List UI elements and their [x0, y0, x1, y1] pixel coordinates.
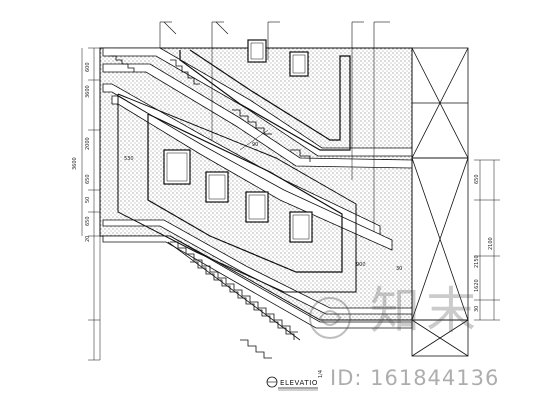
dim-left-4: 650: [85, 174, 91, 184]
watermark-mark: 知末: [370, 282, 482, 340]
dim-right-3: 1620: [474, 279, 480, 292]
dim-left-5: 50: [85, 197, 91, 203]
wainscot-bands: [102, 47, 413, 329]
inner-labels: 530 90 900 30: [124, 142, 402, 272]
frame-1: [163, 149, 191, 185]
frame-4: [289, 211, 313, 243]
dim-left-3: 2000: [85, 137, 91, 150]
dim-right-0: 650: [474, 174, 480, 184]
frame-2: [205, 171, 229, 203]
dim-left-1: 600: [85, 62, 91, 72]
frame-top-1: [247, 39, 267, 63]
inner-label-3: 30: [396, 266, 402, 272]
scale-mark: 1/4: [318, 370, 324, 378]
dim-left-7: 20: [85, 236, 91, 242]
inner-label-0: 530: [124, 156, 134, 162]
top-leader-tags: [159, 21, 390, 48]
stair-upper: [110, 55, 311, 162]
drawing-title: ELEVATIO: [280, 379, 318, 387]
dim-right-1: 2100: [488, 237, 494, 250]
watermark-id: ID: 161844136: [330, 366, 500, 390]
dim-left-0: 3600: [72, 157, 78, 170]
lower-wainscot-outline: [147, 113, 343, 273]
leader-lines: [211, 48, 375, 232]
title-block: ELEVATIO 1/4: [266, 370, 324, 391]
right-dimension-labels: 650 2100 2150 1620 30: [474, 174, 494, 312]
right-cross-panels: [411, 47, 469, 357]
inner-label-2: 900: [356, 262, 366, 268]
frame-top-2: [289, 51, 309, 77]
inner-label-1: 90: [252, 142, 258, 148]
lower-wainscot-outer: [117, 93, 357, 293]
frame-3: [245, 191, 269, 223]
left-dimension-lines: [81, 47, 101, 361]
stair-lower: [167, 241, 301, 359]
watermark-logo-icon: [309, 297, 351, 339]
left-dimension-labels: 3600 600 3600 2000 650 50 650 20: [72, 62, 91, 242]
picture-frames: [163, 39, 313, 243]
dim-left-6: 650: [85, 216, 91, 226]
dim-left-2: 3600: [85, 85, 91, 98]
upper-wainscot-outline: [179, 49, 351, 151]
right-dimension-lines: [474, 159, 500, 321]
dim-right-4: 30: [474, 306, 480, 312]
dim-right-2: 2150: [474, 255, 480, 268]
